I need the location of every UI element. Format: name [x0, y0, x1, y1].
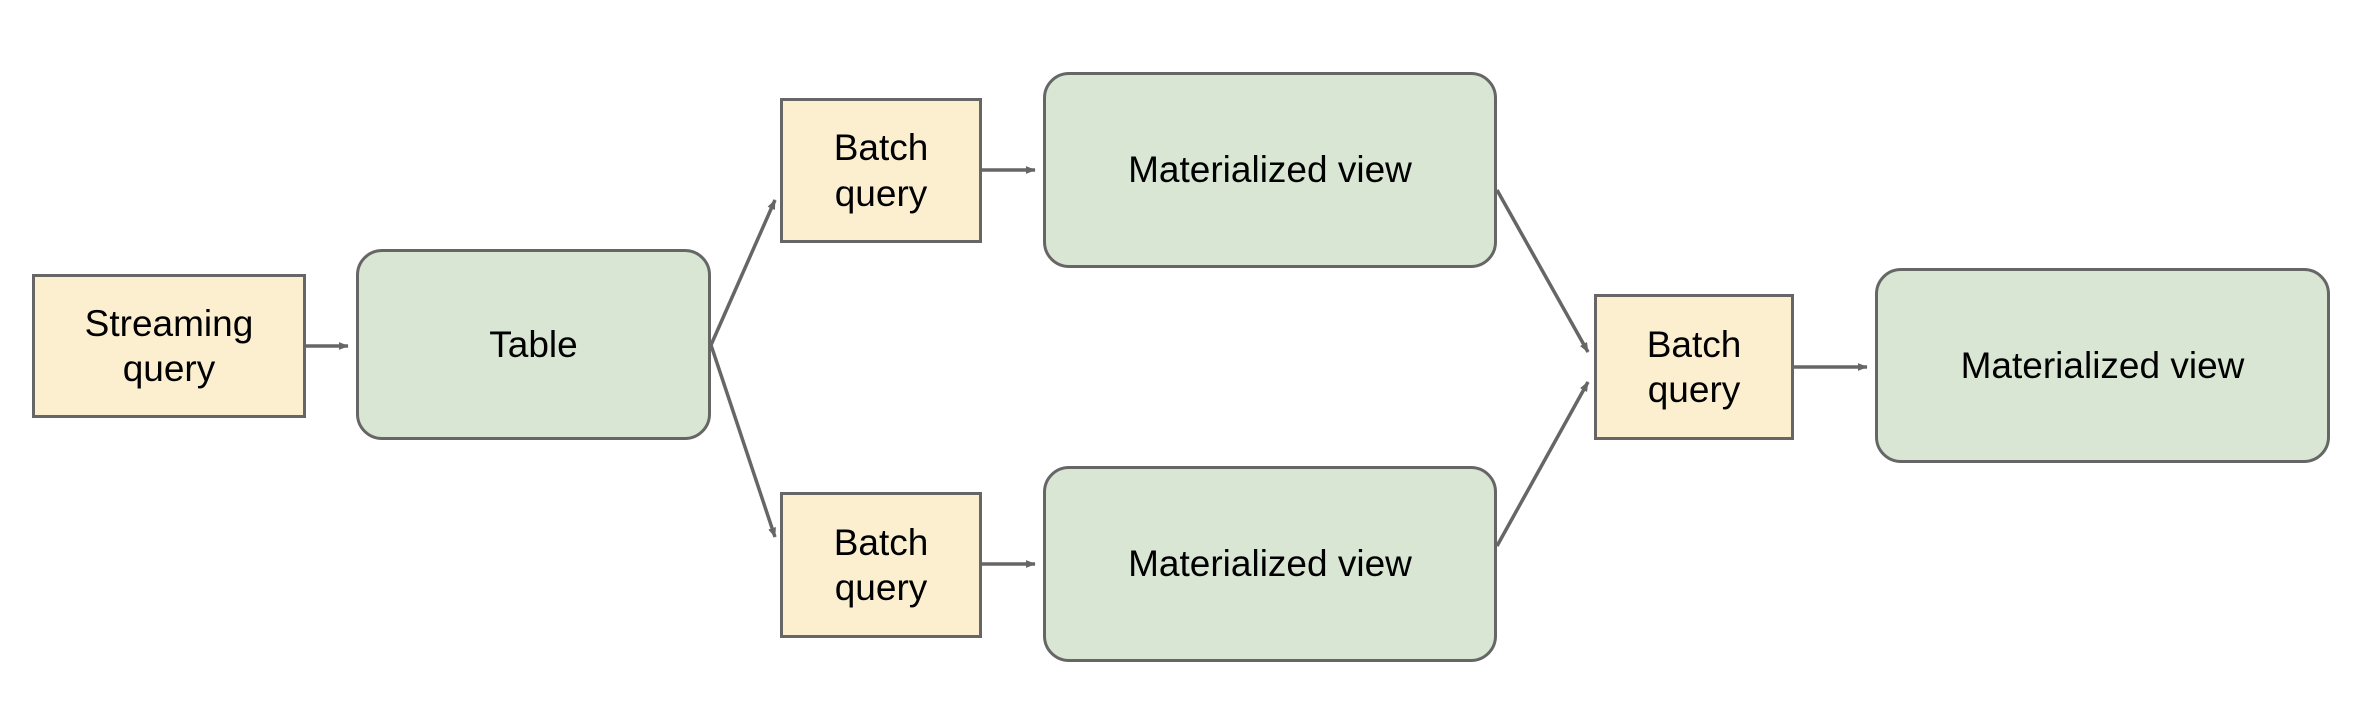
- node-table[interactable]: Table: [356, 249, 711, 440]
- edge-mv-top-to-batch-join: [1495, 189, 1590, 353]
- node-materialized-view-bottom[interactable]: Materialized view: [1043, 466, 1497, 662]
- node-streaming-query[interactable]: Streaming query: [32, 274, 306, 418]
- node-batch-query-join[interactable]: Batch query: [1594, 294, 1794, 440]
- node-label-table: Table: [489, 323, 578, 365]
- node-label-batch-query-top: Batch query: [833, 127, 929, 214]
- node-batch-query-bottom[interactable]: Batch query: [780, 492, 982, 638]
- edge-table-to-batch-top: [709, 199, 777, 346]
- node-label-batch-query-join: Batch query: [1646, 323, 1742, 411]
- node-materialized-view-top[interactable]: Materialized view: [1043, 72, 1497, 268]
- node-label-materialized-view-top: Materialized view: [1128, 149, 1412, 191]
- node-label-materialized-view-bottom: Materialized view: [1128, 543, 1412, 585]
- node-materialized-view-final[interactable]: Materialized view: [1875, 268, 2330, 463]
- edge-table-to-batch-bottom: [709, 344, 777, 538]
- node-batch-query-top[interactable]: Batch query: [780, 98, 982, 243]
- edge-mv-bottom-to-batch-join: [1495, 381, 1590, 547]
- node-label-batch-query-bottom: Batch query: [833, 521, 929, 609]
- node-label-streaming-query: Streaming query: [84, 302, 254, 390]
- node-label-materialized-view-final: Materialized view: [1960, 344, 2245, 386]
